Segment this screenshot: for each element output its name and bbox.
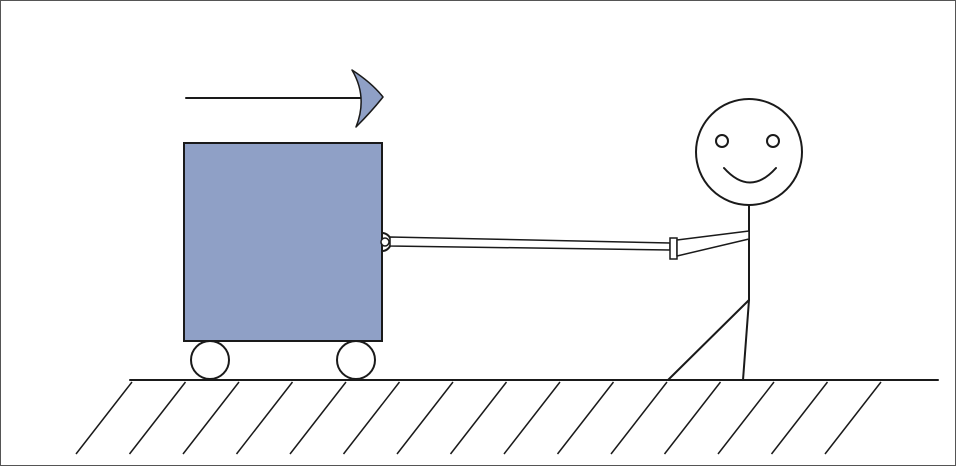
hatch-line [182, 381, 240, 455]
figure-arm [676, 230, 750, 257]
figure-leg-back [667, 299, 750, 381]
stick-figure-icon [667, 98, 803, 381]
handle-grip [669, 237, 678, 260]
handle-bar [389, 236, 671, 251]
figure-eye-left [715, 134, 729, 148]
hatch-line [235, 381, 294, 455]
hatch-line [449, 381, 508, 455]
cart-wheel-left [190, 340, 230, 380]
motion-arrow [185, 69, 384, 128]
figure-leg-front [742, 299, 750, 381]
cart [183, 142, 392, 380]
arrow-right-icon [351, 69, 384, 128]
hatch-line [770, 381, 829, 455]
hatch-line [75, 381, 133, 455]
hatch-line [824, 381, 882, 455]
ground [75, 379, 939, 455]
pull-handle [389, 236, 678, 260]
ground-hatching [75, 381, 882, 455]
hatch-line [503, 381, 561, 455]
cart-wheel-right [336, 340, 376, 380]
hinge-pin [380, 237, 390, 247]
hatch-line [289, 381, 347, 455]
hatch-line [663, 381, 722, 455]
hatch-line [342, 381, 401, 455]
cart-body [183, 142, 383, 342]
figure-eye-right [766, 134, 780, 148]
hatch-line [396, 381, 454, 455]
figure-smile [723, 167, 777, 184]
hatch-line [556, 381, 615, 455]
figure-head [695, 98, 803, 206]
hatch-line [128, 381, 187, 455]
hatch-line [610, 381, 668, 455]
hatch-line [717, 381, 775, 455]
